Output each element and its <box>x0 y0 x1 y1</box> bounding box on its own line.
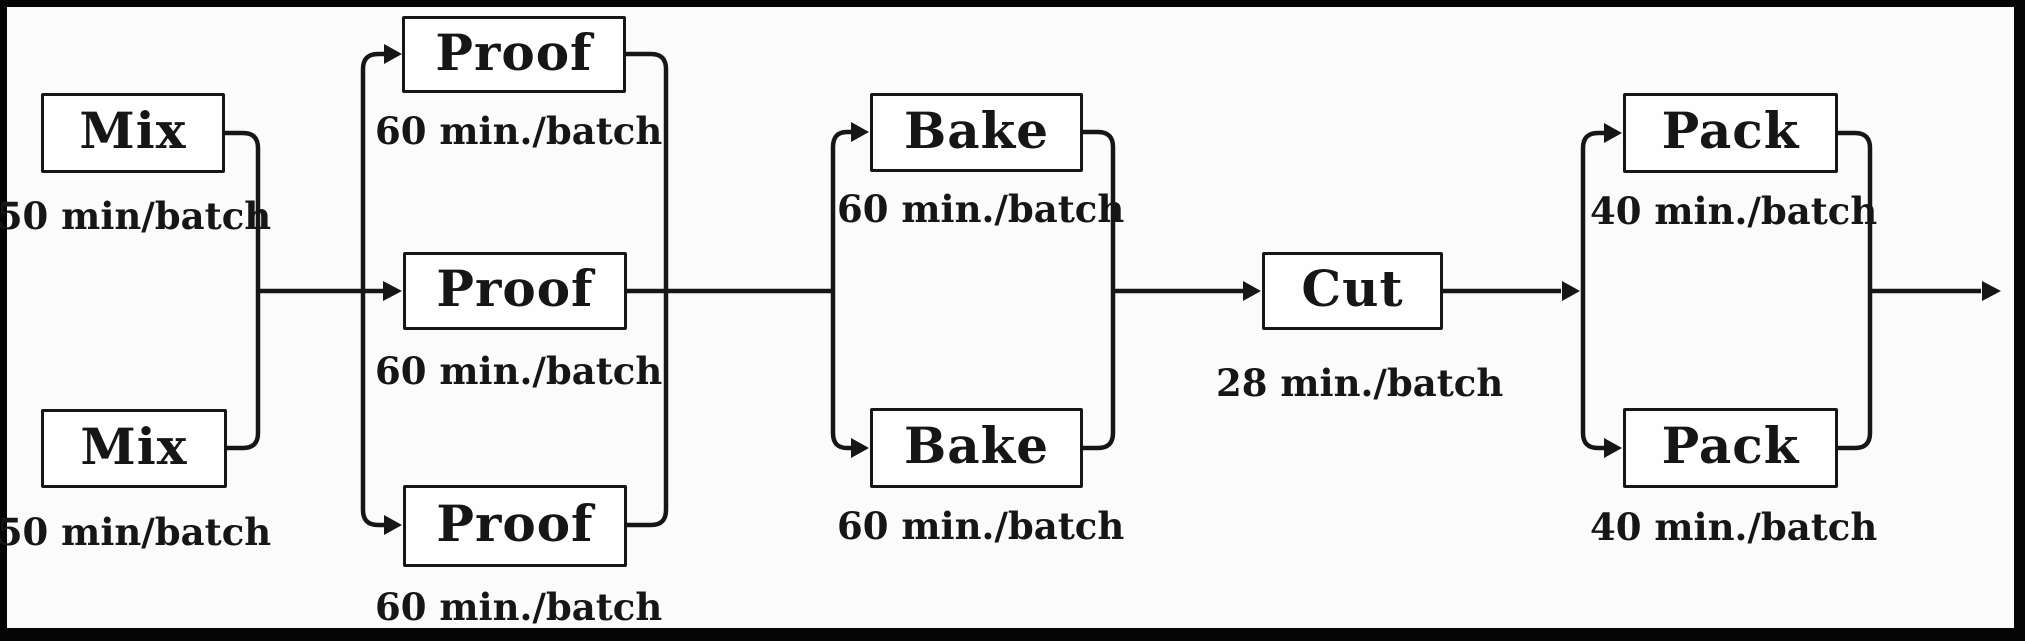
process-box-bake-2-label: Bake <box>903 416 1050 475</box>
rate-label-cut: 28 min./batch <box>1216 361 1504 405</box>
process-box-mix-2: Mix <box>41 409 227 488</box>
process-box-proof-2-label: Proof <box>436 259 594 318</box>
rate-label-mix-1: 50 min/batch <box>0 194 272 238</box>
arrowhead-into-bake-bottom-icon <box>851 438 869 458</box>
rate-label-proof-3: 60 min./batch <box>375 585 663 629</box>
process-box-proof-3: Proof <box>403 485 627 567</box>
frame-border-right <box>2014 0 2025 641</box>
connector-bake-split <box>830 129 851 451</box>
process-box-proof-3-label: Proof <box>436 494 594 553</box>
process-box-proof-1: Proof <box>402 16 626 93</box>
rate-label-bake-2: 60 min./batch <box>837 504 1125 548</box>
connector-bake-merge <box>1083 129 1116 451</box>
arrowhead-output-icon <box>1982 281 2001 301</box>
process-box-cut-label: Cut <box>1301 259 1404 318</box>
frame-border-left <box>0 0 7 641</box>
rate-label-pack-2: 40 min./batch <box>1590 505 1878 549</box>
arrowhead-into-cut-icon <box>1243 281 1261 301</box>
process-box-cut: Cut <box>1262 252 1443 330</box>
arrowhead-into-pack-top-icon <box>1604 123 1622 143</box>
arrowhead-into-proof-top-icon <box>384 44 402 64</box>
arrowhead-into-pack-bottom-icon <box>1604 438 1622 458</box>
connector-pack-split <box>1580 130 1605 451</box>
process-box-proof-2: Proof <box>403 252 627 330</box>
connector-pack-merge <box>1838 130 1873 451</box>
rate-label-pack-1: 40 min./batch <box>1590 189 1878 233</box>
connector-mix-merge <box>225 130 261 451</box>
rate-label-proof-2: 60 min./batch <box>375 349 663 393</box>
process-box-pack-2: Pack <box>1623 408 1838 488</box>
process-box-bake-1: Bake <box>870 93 1083 172</box>
process-box-pack-1-label: Pack <box>1661 101 1800 160</box>
connector-proof-split <box>360 51 387 528</box>
process-box-mix-1: Mix <box>41 93 225 173</box>
arrowhead-into-proof-middle-icon <box>383 281 402 301</box>
arrowhead-into-bake-top-icon <box>851 122 869 142</box>
process-box-mix-1-label: Mix <box>79 101 187 160</box>
process-box-bake-2: Bake <box>870 408 1083 488</box>
frame-border-top <box>0 0 2025 7</box>
process-box-pack-2-label: Pack <box>1661 416 1800 475</box>
frame-border-bottom <box>0 628 2025 641</box>
rate-label-proof-1: 60 min./batch <box>375 109 663 153</box>
rate-label-bake-1: 60 min./batch <box>837 187 1125 231</box>
process-box-proof-1-label: Proof <box>435 22 593 82</box>
rate-label-mix-2: 50 min/batch <box>0 510 272 554</box>
arrowhead-into-pack-split-icon <box>1562 281 1580 301</box>
process-box-bake-1-label: Bake <box>903 100 1050 160</box>
process-box-mix-2-label: Mix <box>80 416 188 476</box>
process-box-pack-1: Pack <box>1623 93 1838 173</box>
arrowhead-into-proof-bottom-icon <box>384 515 402 535</box>
